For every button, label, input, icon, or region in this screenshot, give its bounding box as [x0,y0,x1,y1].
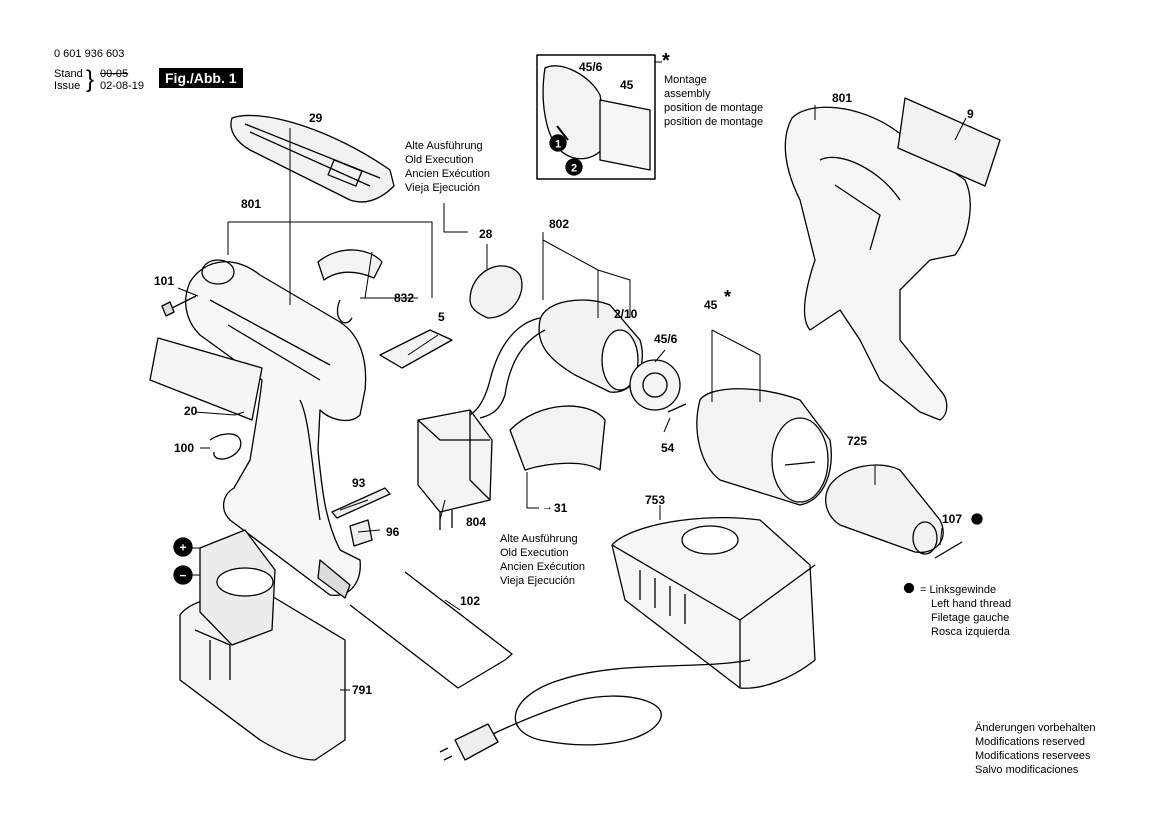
callout-45-6: 45/6 [654,332,678,346]
old-execution-top: Alte Ausführung Old Execution Ancien Exé… [405,140,490,194]
part-28-bearing [469,265,523,319]
callout-107: 107 [942,512,963,526]
step-1-text: 1 [555,139,561,151]
callout-45: 45 [704,298,718,312]
callout-801-left: 801 [241,197,262,211]
callout-802: 802 [549,217,570,231]
asterisk-montage: * [662,50,670,72]
callout-791: 791 [352,683,373,697]
part-5-slider [379,329,453,369]
bullet-107 [971,513,983,525]
callout-54: 54 [661,441,675,455]
asterisk-45: * [724,287,732,307]
callout-28: 28 [479,227,493,241]
modifications-note: Änderungen vorbehalten Modifications res… [975,722,1096,776]
part-725-chuck [825,464,944,555]
power-cord [469,659,751,746]
stand-label: Stand [54,68,83,80]
stand-date: 00-05 [100,68,129,80]
callout-45-6-inset: 45/6 [579,60,603,74]
part-9-label [897,97,1001,187]
part-802-motor [469,299,644,419]
montage-note: Montage assembly position de montage pos… [664,74,764,128]
plus-text: + [179,541,186,555]
callout-45-inset: 45 [620,78,634,92]
issue-label: Issue [54,80,81,92]
callout-725: 725 [847,434,868,448]
part-832-clip [317,249,383,324]
part-100-clip [209,433,242,460]
step-2-text: 2 [571,163,577,175]
power-plug [454,723,499,761]
callout-102: 102 [460,594,481,608]
issue-date: 02-08-19 [100,80,145,92]
left-hand-thread-legend: = Linksgewinde Left hand thread Filetage… [920,584,1012,638]
part-801-housing-left [185,259,367,599]
part-20-label [149,337,263,421]
callout-753: 753 [645,493,666,507]
part-102-rod [349,571,513,689]
part-31-holder [509,405,606,471]
part-107-screw [934,541,963,559]
callout-801-right: 801 [832,91,853,105]
part-45-6-ring [629,359,681,411]
old-execution-bottom: Alte Ausführung Old Execution Ancien Exé… [500,533,585,587]
part-29-cover [230,114,395,203]
minus-text: − [179,569,186,583]
part-101-screw [161,295,197,317]
leader-lines [177,61,967,691]
part-753-charger [611,516,816,689]
part-54-screw [667,403,687,413]
callout-100: 100 [174,441,195,455]
part-45-gearbox [696,388,832,506]
figure-label: Fig./Abb. 1 [159,68,243,88]
part-801-housing-right [784,106,971,421]
callout-93: 93 [352,476,366,490]
step-1-icon [549,134,567,152]
callout-29: 29 [309,111,323,125]
part-804-switch [417,409,493,530]
part-96-contact [349,519,373,547]
part-number: 0 601 936 603 [54,48,125,60]
step-2-icon [565,158,583,176]
callout-96: 96 [386,525,400,539]
callout-832: 832 [394,291,415,305]
callout-101: 101 [154,274,175,288]
callout-9: 9 [967,107,974,121]
callout-31: 31 [554,501,568,515]
callout-804: 804 [466,515,487,529]
callout-2-10: 2/10 [614,307,638,321]
callout-20: 20 [184,404,198,418]
plus-terminal-icon [173,537,193,557]
callout-5: 5 [438,310,445,324]
bullet-legend [903,582,915,594]
minus-terminal-icon [173,565,193,585]
